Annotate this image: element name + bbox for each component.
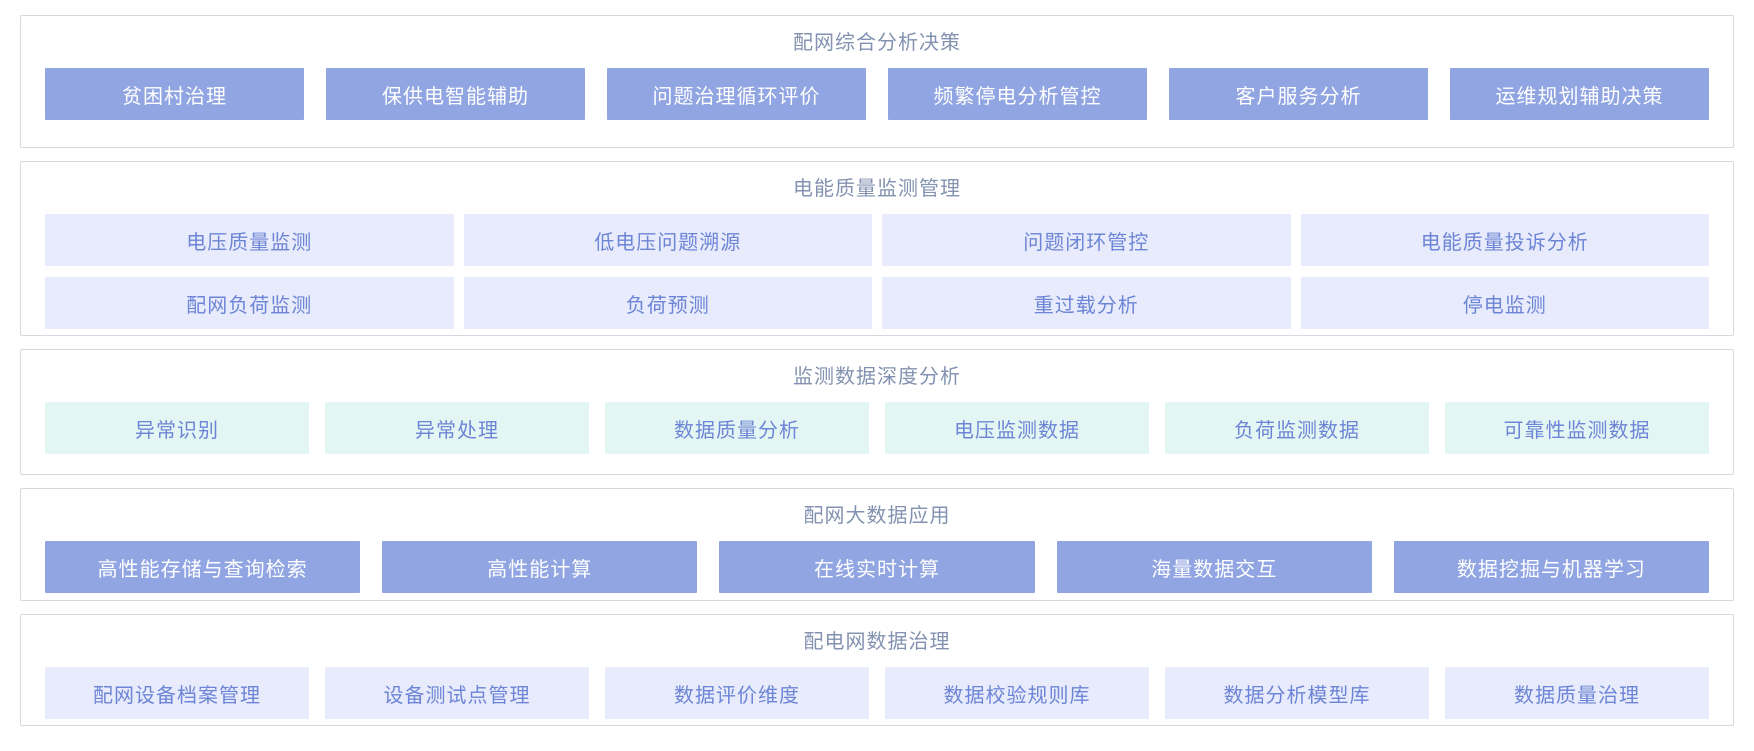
module-tile[interactable]: 在线实时计算 xyxy=(719,541,1035,593)
module-tile[interactable]: 低电压问题溯源 xyxy=(463,214,872,266)
module-tile[interactable]: 电压监测数据 xyxy=(885,402,1149,454)
module-tile[interactable]: 高性能计算 xyxy=(382,541,698,593)
section-title: 监测数据深度分析 xyxy=(793,366,961,388)
section-title: 配网综合分析决策 xyxy=(793,32,961,54)
section-title: 配网大数据应用 xyxy=(803,505,951,527)
module-tile[interactable]: 负荷监测数据 xyxy=(1165,402,1429,454)
tile-row: 配网设备档案管理设备测试点管理数据评价维度数据校验规则库数据分析模型库数据质量治… xyxy=(45,667,1709,719)
module-tile[interactable]: 可靠性监测数据 xyxy=(1445,402,1709,454)
module-tile[interactable]: 负荷预测 xyxy=(463,277,872,329)
module-tile[interactable]: 数据质量分析 xyxy=(605,402,869,454)
module-tile[interactable]: 高性能存储与查询检索 xyxy=(45,541,361,593)
module-tile[interactable]: 海量数据交互 xyxy=(1056,541,1372,593)
module-tile[interactable]: 数据分析模型库 xyxy=(1165,667,1429,719)
module-tile[interactable]: 数据校验规则库 xyxy=(885,667,1149,719)
tile-row: 异常识别异常处理数据质量分析电压监测数据负荷监测数据可靠性监测数据 xyxy=(45,402,1709,454)
section-panel-4: 配网大数据应用高性能存储与查询检索高性能计算在线实时计算海量数据交互数据挖掘与机… xyxy=(20,488,1734,601)
module-tile[interactable]: 客户服务分析 xyxy=(1169,68,1428,120)
tile-row: 配网负荷监测负荷预测重过载分析停电监测 xyxy=(45,277,1709,329)
module-tile[interactable]: 电能质量投诉分析 xyxy=(1300,214,1709,266)
tile-row: 贫困村治理保供电智能辅助问题治理循环评价频繁停电分析管控客户服务分析运维规划辅助… xyxy=(45,68,1709,120)
module-tile[interactable]: 重过载分析 xyxy=(882,277,1291,329)
module-tile[interactable]: 异常识别 xyxy=(45,402,309,454)
module-tile[interactable]: 电压质量监测 xyxy=(45,214,454,266)
section-title: 配电网数据治理 xyxy=(803,631,951,653)
module-tile[interactable]: 设备测试点管理 xyxy=(325,667,589,719)
tile-row: 高性能存储与查询检索高性能计算在线实时计算海量数据交互数据挖掘与机器学习 xyxy=(45,541,1710,593)
module-tile[interactable]: 停电监测 xyxy=(1300,277,1709,329)
module-tile[interactable]: 配网设备档案管理 xyxy=(45,667,309,719)
module-tile[interactable]: 问题治理循环评价 xyxy=(607,68,866,120)
tile-row: 电压质量监测低电压问题溯源问题闭环管控电能质量投诉分析 xyxy=(45,214,1709,266)
module-tile[interactable]: 运维规划辅助决策 xyxy=(1450,68,1709,120)
section-panel-5: 配电网数据治理配网设备档案管理设备测试点管理数据评价维度数据校验规则库数据分析模… xyxy=(20,614,1734,726)
module-tile[interactable]: 异常处理 xyxy=(325,402,589,454)
section-panel-2: 电能质量监测管理电压质量监测低电压问题溯源问题闭环管控电能质量投诉分析配网负荷监… xyxy=(20,161,1734,336)
module-tile[interactable]: 配网负荷监测 xyxy=(45,277,454,329)
module-tile[interactable]: 保供电智能辅助 xyxy=(326,68,585,120)
module-tile[interactable]: 贫困村治理 xyxy=(45,68,304,120)
module-tile[interactable]: 数据挖掘与机器学习 xyxy=(1393,541,1710,593)
module-tile[interactable]: 频繁停电分析管控 xyxy=(888,68,1147,120)
section-panel-1: 配网综合分析决策贫困村治理保供电智能辅助问题治理循环评价频繁停电分析管控客户服务… xyxy=(20,15,1734,148)
module-tile[interactable]: 数据评价维度 xyxy=(605,667,869,719)
section-title: 电能质量监测管理 xyxy=(793,178,961,200)
module-tile[interactable]: 数据质量治理 xyxy=(1445,667,1709,719)
module-tile[interactable]: 问题闭环管控 xyxy=(882,214,1291,266)
section-panel-3: 监测数据深度分析异常识别异常处理数据质量分析电压监测数据负荷监测数据可靠性监测数… xyxy=(20,349,1734,475)
